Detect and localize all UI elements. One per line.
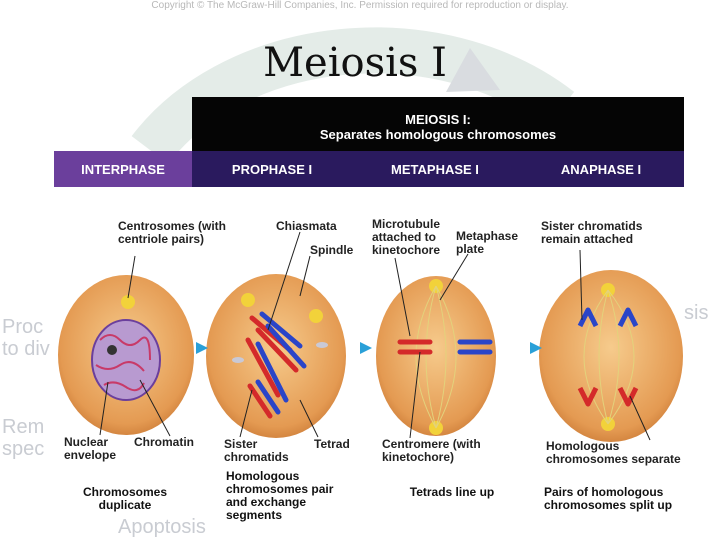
metaphase-cell (376, 276, 496, 436)
centrosome (121, 295, 135, 309)
cycle-arrowhead-icon (446, 48, 500, 92)
caption-interphase: Chromosomes duplicate (82, 485, 168, 512)
caption-prophase: Homologous chromosomes pair and exchange… (226, 469, 334, 522)
background-text: Proc (2, 316, 44, 338)
label-homologous-separate: Homologous chromosomes separate (546, 439, 681, 466)
anaphase-cell (539, 270, 683, 442)
label-spindle: Spindle (310, 243, 354, 257)
label-metaphase-plate: Metaphase plate (456, 229, 519, 256)
stage-prophase: PROPHASE I (192, 151, 352, 187)
label-sister-chromatids: Sister chromatids (224, 437, 289, 464)
label-sister-attached: Sister chromatids remain attached (541, 219, 643, 246)
stage-arrow-icon (196, 342, 208, 354)
header-line-2: Separates homologous chromosomes (319, 127, 557, 142)
meiosis-header: MEIOSIS I: Separates homologous chromoso… (192, 97, 684, 151)
label-chiasmata: Chiasmata (276, 219, 337, 233)
interphase-cell (58, 275, 194, 435)
stage-arrow-icon (360, 342, 372, 354)
background-text: Rem (2, 416, 45, 438)
copyright-notice: Copyright © The McGraw-Hill Companies, I… (151, 0, 569, 11)
stage-interphase: INTERPHASE (54, 151, 192, 187)
label-tetrad: Tetrad (314, 437, 350, 451)
prophase-cell (206, 274, 346, 438)
background-text: Apoptosis (118, 516, 206, 538)
caption-metaphase: Tetrads line up (409, 485, 495, 499)
stage-anaphase: ANAPHASE I (518, 151, 684, 187)
background-text: sis (684, 302, 709, 324)
label-chromatin: Chromatin (134, 435, 194, 449)
stage-metaphase: METAPHASE I (352, 151, 518, 187)
background-text: to div (2, 338, 50, 360)
label-centrosomes: Centrosomes (with centriole pairs) (118, 219, 227, 246)
background-text: spec (2, 438, 45, 460)
label-centromere: Centromere (with kinetochore) (382, 437, 481, 464)
label-nuclear-envelope: Nuclear envelope (64, 435, 117, 462)
slide-title: Meiosis I (263, 40, 447, 86)
nucleus (91, 319, 161, 401)
caption-anaphase: Pairs of homologous chromosomes split up (544, 485, 673, 512)
stage-arrow-icon (530, 342, 542, 354)
nucleolus (107, 345, 117, 355)
label-microtubule: Microtubule attached to kinetochore (372, 217, 441, 257)
header-line-1: MEIOSIS I: (405, 112, 471, 127)
